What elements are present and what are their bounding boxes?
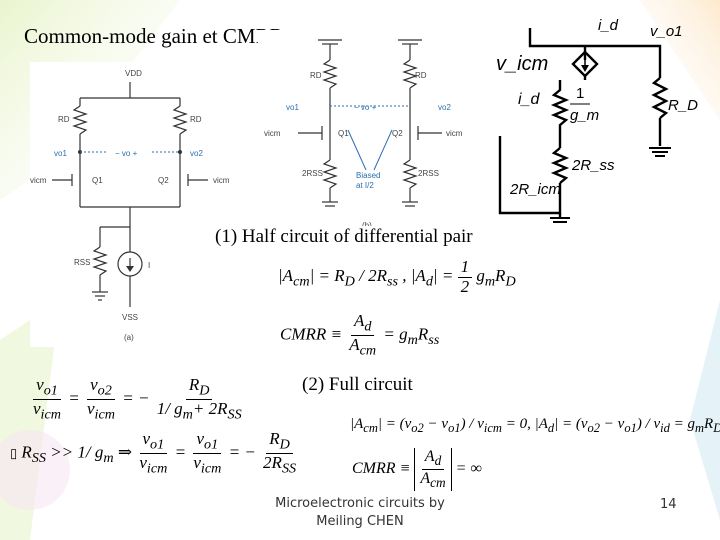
- biased-label-2: at I/2: [356, 181, 374, 190]
- vo-label: − vo +: [115, 149, 138, 158]
- vo1-sm-label: v_o1: [650, 23, 683, 40]
- section-full-circuit: (2) Full circuit: [302, 374, 413, 396]
- b-q1-label: Q1: [338, 129, 349, 138]
- gm-label: g_m: [570, 107, 599, 124]
- two-ricm-label: 2R_icm: [509, 181, 561, 198]
- section-half-circuit: (1) Half circuit of differential pair: [215, 226, 473, 248]
- biased-label: Biased: [356, 171, 380, 180]
- vo1-label: vo1: [54, 149, 67, 158]
- b-rd-left-label: RD: [310, 71, 322, 80]
- footer-line-1: Microelectronic circuits by: [275, 496, 445, 511]
- q2-label: Q2: [158, 176, 169, 185]
- rss-label: RSS: [74, 258, 90, 267]
- rd-left-label: RD: [58, 115, 70, 124]
- circuit-figure-a: VDD RD RD vo1 − vo + vo2 Q1 Q2 vicm vicm…: [30, 62, 250, 347]
- id-top-label: i_d: [598, 18, 619, 34]
- footer-credit: Microelectronic circuits by Meiling CHEN: [240, 495, 480, 531]
- figure-a-caption: (a): [124, 333, 134, 342]
- q1-label: Q1: [92, 176, 103, 185]
- current-label: I: [148, 261, 150, 270]
- slide-title: Common-mode gain et CMRR: [24, 24, 284, 48]
- vicm-left-label: vicm: [30, 176, 47, 185]
- b-vo2-label: vo2: [438, 103, 451, 112]
- vdd-label: VDD: [125, 69, 142, 78]
- vss-label: VSS: [122, 313, 138, 322]
- two-rss-label: 2R_ss: [571, 157, 615, 174]
- circuit-figure-b: RD RD vo1 − vo + vo2 Q1 Q2 vicm vicm 2RS…: [258, 30, 480, 230]
- footer-line-2: Meiling CHEN: [316, 514, 404, 529]
- b-vo1-label: vo1: [286, 103, 299, 112]
- vo2-label: vo2: [190, 149, 203, 158]
- figure-b-caption: (b): [362, 221, 372, 230]
- b-rss-right-label: 2RSS: [418, 169, 439, 178]
- b-vo-mid-label: − vo +: [354, 103, 377, 112]
- b-vicm-right-label: vicm: [446, 129, 463, 138]
- b-rss-left-label: 2RSS: [302, 169, 323, 178]
- one-label: 1: [576, 85, 584, 102]
- rd-right-label: RD: [190, 115, 202, 124]
- rd-sm-label: R_D: [668, 97, 698, 114]
- id-mid-label: i_d: [518, 91, 540, 108]
- full-gain-equation: |Acm| = (vo2 − vo1) / vicm = 0, |Ad| = (…: [350, 416, 720, 435]
- page-number: 14: [660, 497, 677, 512]
- vicm-right-label: vicm: [213, 176, 230, 185]
- small-signal-circuit: i_d v_o1 v_icm i_d 1 g_m R_D 2R_ss 2R_ic…: [496, 18, 698, 223]
- vicm-sm-label: v_icm: [496, 53, 548, 75]
- b-vicm-left-label: vicm: [264, 129, 281, 138]
- b-rd-right-label: RD: [415, 71, 427, 80]
- b-q2-label: Q2: [392, 129, 403, 138]
